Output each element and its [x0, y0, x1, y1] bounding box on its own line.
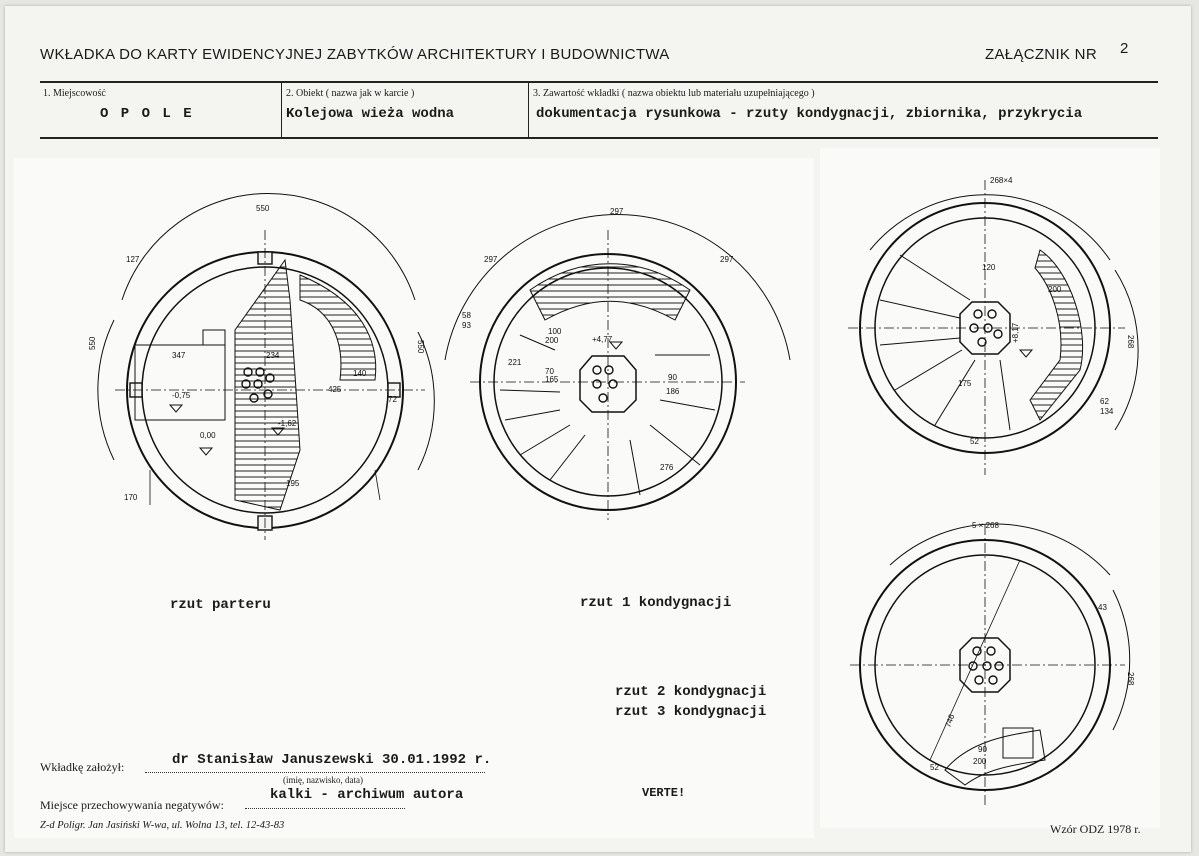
created-by-value: dr Stanisław Januszewski 30.01.1992 r.: [172, 752, 492, 768]
place-label: 1. Miejscowość: [43, 88, 106, 99]
p1-dim-d: 425: [328, 385, 342, 394]
p4-dim-d: 43: [1098, 603, 1107, 612]
p4-right-dim: 268: [1126, 672, 1135, 686]
p2-dim-j: 90: [668, 373, 677, 382]
content-value: dokumentacja rysunkowa - rzuty kondygnac…: [536, 106, 1083, 122]
p3-top-dim: 268×4: [990, 176, 1013, 185]
dimension-labels: 550 550 550 347 234 140 425 72 195 -0,75…: [88, 176, 1135, 772]
header-rule-bottom: [40, 137, 1158, 139]
p2-dim-c: 100: [548, 327, 562, 336]
drawing-sheet-right: [820, 148, 1160, 828]
annex-number: 2: [1120, 40, 1129, 57]
plan-floor-1: [444, 214, 791, 520]
p2-dim-e: 70: [545, 367, 554, 376]
p4-dim-b: 200: [973, 757, 987, 766]
p2-right-dim: 297: [720, 255, 734, 264]
p3-dim-e: 134: [1100, 407, 1114, 416]
p2-left-dim: 297: [484, 255, 498, 264]
caption-floor-3: rzut 3 kondygnacji: [615, 704, 767, 720]
created-by-dots: [145, 772, 485, 773]
p1-dim-a: 347: [172, 351, 186, 360]
p1-dim-h: 170: [124, 493, 138, 502]
negatives-dots: [245, 808, 405, 809]
created-by-label: Wkładkę założył:: [40, 760, 125, 774]
p2-dim-g: 221: [508, 358, 522, 367]
p1-left-dim: 550: [88, 336, 97, 350]
plan-floor-2: [848, 180, 1139, 475]
p3-dim-a: 120: [982, 263, 996, 272]
header-rule-top: [40, 81, 1158, 83]
printer-imprint: Z-d Poligr. Jan Jasiński W-wa, ul. Wolna…: [40, 820, 285, 831]
p1-dim-f: 195: [286, 479, 300, 488]
p3-dim-f: 52: [970, 437, 979, 446]
negatives-value: kalki - archiwum autora: [270, 787, 464, 803]
field-divider-2: [528, 82, 529, 137]
p2-dim-i: 186: [666, 387, 680, 396]
p3-right-dim: 268: [1126, 335, 1135, 349]
p1-dim-b: 234: [266, 351, 280, 360]
content-label: 3. Zawartość wkładki ( nazwa obiektu lub…: [533, 88, 815, 99]
p1-dim-e: 72: [388, 395, 397, 404]
annex-label: ZAŁĄCZNIK NR: [985, 46, 1097, 63]
p3-dim-d: 62: [1100, 397, 1109, 406]
p4-dim-a: 90: [978, 745, 987, 754]
p3-dim-b: 200: [1048, 285, 1062, 294]
verte-note: VERTE!: [642, 786, 686, 800]
p1-dim-c: 140: [353, 369, 367, 378]
p1-dim-g: 127: [126, 255, 140, 264]
place-value: O P O L E: [100, 106, 194, 122]
p2-dim-b: 93: [462, 321, 471, 330]
caption-floor-2: rzut 2 kondygnacji: [615, 684, 767, 700]
p2-dim-f: 165: [545, 375, 559, 384]
p1-right-dim: 550: [416, 340, 425, 354]
p2-dim-a: 58: [462, 311, 471, 320]
object-label: 2. Obiekt ( nazwa jak w karcie ): [286, 88, 415, 99]
created-by-note: (imię, nazwisko, data): [283, 775, 363, 785]
p4-dim-c: 746: [943, 713, 956, 729]
field-divider-1: [281, 82, 282, 137]
p1-top-dim: 550: [256, 204, 270, 213]
plan-ground-floor: [97, 192, 435, 540]
p3-level: +8,17: [1011, 322, 1020, 343]
negatives-label: Miejsce przechowywania negatywów:: [40, 798, 224, 812]
p1-level-2: 0,00: [200, 431, 216, 440]
p4-top-dim: 5 × 268: [972, 521, 999, 530]
p2-top-dim: 297: [610, 207, 624, 216]
p2-dim-d: 200: [545, 336, 559, 345]
p2-level: +4,77: [592, 335, 613, 344]
form-model: Wzór ODZ 1978 r.: [1050, 822, 1141, 836]
p1-level-1: -0,75: [172, 391, 191, 400]
caption-floor-1: rzut 1 kondygnacji: [580, 595, 732, 611]
p4-dim-e: 52: [930, 763, 939, 772]
p3-dim-c: 175: [958, 379, 972, 388]
caption-ground-floor: rzut parteru: [170, 597, 271, 613]
form-title: WKŁADKA DO KARTY EWIDENCYJNEJ ZABYTKÓW A…: [40, 46, 670, 63]
p1-level-3: -1,62: [278, 419, 297, 428]
drawing-sheet-left: [14, 158, 814, 838]
p2-dim-h: 276: [660, 463, 674, 472]
object-value: Kolejowa wieża wodna: [286, 106, 455, 122]
plan-floor-3: [850, 523, 1131, 805]
